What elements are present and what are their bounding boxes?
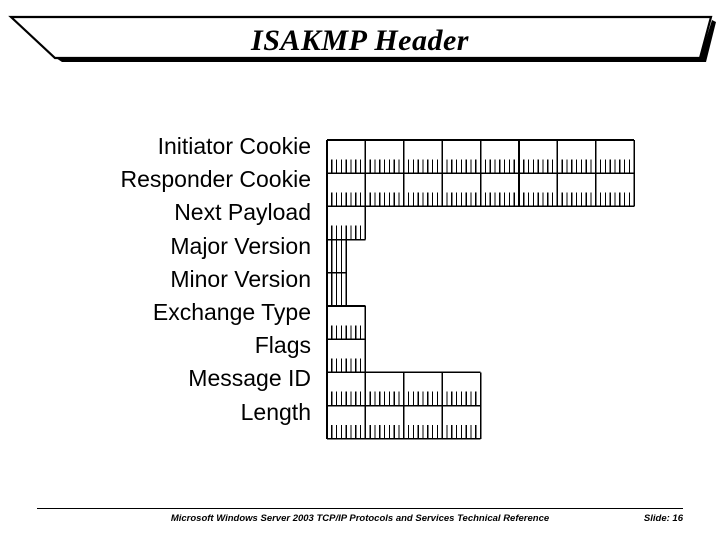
bitfield-rows	[326, 139, 636, 440]
footer-divider	[37, 508, 683, 509]
title-banner: ISAKMP Header	[0, 0, 720, 80]
field-label-length: Length	[240, 398, 311, 425]
slide-number-label: Slide: 16	[643, 513, 683, 524]
field-label-minor-version: Minor Version	[170, 265, 311, 292]
field-label-flags: Flags	[254, 332, 311, 359]
field-label-initiator-cookie: Initiator Cookie	[157, 133, 311, 159]
isakmp-header-diagram: Initiator Cookie Responder Cookie Next P…	[0, 130, 720, 460]
title-banner-body	[8, 15, 713, 60]
bitfield-grid	[326, 139, 636, 440]
slide-footer: Microsoft Windows Server 2003 TCP/IP Pro…	[0, 500, 720, 540]
field-label-exchange-type: Exchange Type	[152, 299, 311, 326]
page-title: ISAKMP Header	[251, 24, 469, 57]
footer-reference-text: Microsoft Windows Server 2003 TCP/IP Pro…	[170, 513, 550, 524]
field-label-message-id: Message ID	[188, 365, 311, 392]
field-label-responder-cookie: Responder Cookie	[120, 166, 311, 193]
field-label-column: Initiator Cookie Responder Cookie Next P…	[0, 130, 313, 429]
field-label-major-version: Major Version	[170, 232, 311, 259]
field-label-next-payload: Next Payload	[174, 199, 311, 226]
title-banner-shape	[8, 15, 716, 62]
